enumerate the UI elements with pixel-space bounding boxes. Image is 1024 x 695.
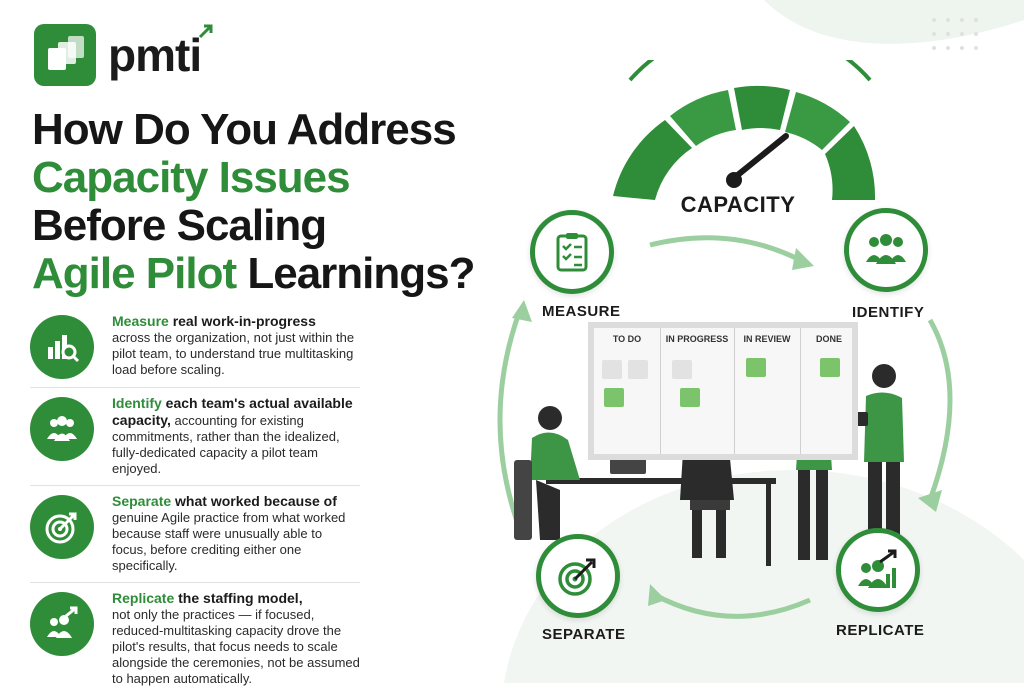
column-title: TO DO: [612, 334, 642, 344]
sticky-note: [820, 358, 840, 377]
target-icon: [558, 558, 596, 596]
item-body: across the organization, not just within…: [112, 330, 355, 377]
column-title: IN REVIEW: [743, 334, 791, 344]
sticky-note: [628, 360, 648, 379]
identify-stage[interactable]: [844, 208, 928, 292]
sticky-note: [604, 388, 624, 407]
replicate-label: REPLICATE: [836, 622, 925, 639]
replicate-stage[interactable]: [836, 528, 920, 612]
team-icon: [866, 234, 906, 264]
title-line-4: Agile Pilot Learnings?: [32, 250, 502, 298]
board-column-in-review: IN REVIEW: [734, 328, 801, 454]
kanban-board: TO DO IN PROGRESS IN REVIEW DONE: [588, 322, 858, 460]
identify-label: IDENTIFY: [852, 304, 925, 321]
item-lead-rest: real work-in-progress: [168, 313, 316, 329]
item-body: accounting for existing commitments, rat…: [112, 413, 340, 476]
title-line-3: Before Scaling: [32, 201, 327, 250]
measure-label: MEASURE: [542, 303, 621, 320]
item-body: not only the practices — if focused, red…: [112, 607, 360, 686]
capacity-gauge-icon: [613, 60, 876, 200]
title-line-4-dark: Learnings?: [236, 249, 475, 298]
item-lead-rest: the staffing model,: [174, 590, 303, 606]
list-item: Replicate the staffing model, not only t…: [30, 583, 360, 695]
title-line-1: How Do You Address: [32, 105, 457, 154]
item-text: Identify each team's actual available ca…: [112, 395, 360, 477]
bar-chart-magnifier-icon: [30, 315, 94, 379]
item-lead: Replicate: [112, 590, 175, 606]
list-item: Measure real work-in-progress across the…: [30, 306, 360, 388]
item-text: Replicate the staffing model, not only t…: [112, 590, 360, 687]
brand-name: pmti: [108, 24, 213, 78]
cycle-arrows: [497, 235, 953, 619]
board-column-todo: TO DO: [594, 328, 661, 454]
separate-stage[interactable]: [536, 534, 620, 618]
team-icon: [30, 397, 94, 461]
arrow-up-right-icon: [199, 24, 213, 39]
column-title: IN PROGRESS: [665, 334, 729, 344]
column-title: DONE: [815, 334, 842, 344]
team-growth-icon: [858, 549, 897, 588]
board-column-done: DONE: [800, 328, 858, 454]
item-lead: Identify: [112, 395, 162, 411]
sticky-note: [746, 358, 766, 377]
target-icon: [30, 495, 94, 559]
item-text: Measure real work-in-progress across the…: [112, 313, 360, 378]
sticky-note: [680, 388, 700, 407]
sticky-note: [672, 360, 692, 379]
item-lead-rest: each team's actual available capacity,: [112, 395, 353, 428]
measure-stage[interactable]: [530, 210, 614, 294]
brand-logo[interactable]: pmti: [34, 24, 213, 86]
separate-label: SEPARATE: [542, 626, 626, 643]
item-lead: Measure: [112, 313, 169, 329]
title-line-4-green: Agile Pilot: [32, 249, 237, 298]
title-line-2: Capacity Issues: [32, 153, 351, 202]
item-lead-rest: what worked because of: [171, 493, 337, 509]
capacity-cycle-diagram: CAPACITY MEASURE IDENTIFY SEPARATE RE: [480, 60, 1024, 683]
list-item: Identify each team's actual available ca…: [30, 388, 360, 486]
list-item: Separate what worked because of genuine …: [30, 486, 360, 583]
item-text: Separate what worked because of genuine …: [112, 493, 360, 574]
item-body: genuine Agile practice from what worked …: [112, 510, 346, 573]
clipboard-checklist-icon: [556, 233, 588, 272]
item-lead: Separate: [112, 493, 172, 509]
sticky-note: [602, 360, 622, 379]
arrow-heads: [512, 248, 942, 606]
board-column-in-progress: IN PROGRESS: [660, 328, 735, 454]
team-growth-icon: [30, 592, 94, 656]
step-list: Measure real work-in-progress across the…: [30, 306, 360, 695]
capacity-label: CAPACITY: [680, 192, 796, 217]
page-title: How Do You Address Capacity Issues Befor…: [32, 106, 502, 298]
logo-mark-icon: [34, 24, 96, 86]
